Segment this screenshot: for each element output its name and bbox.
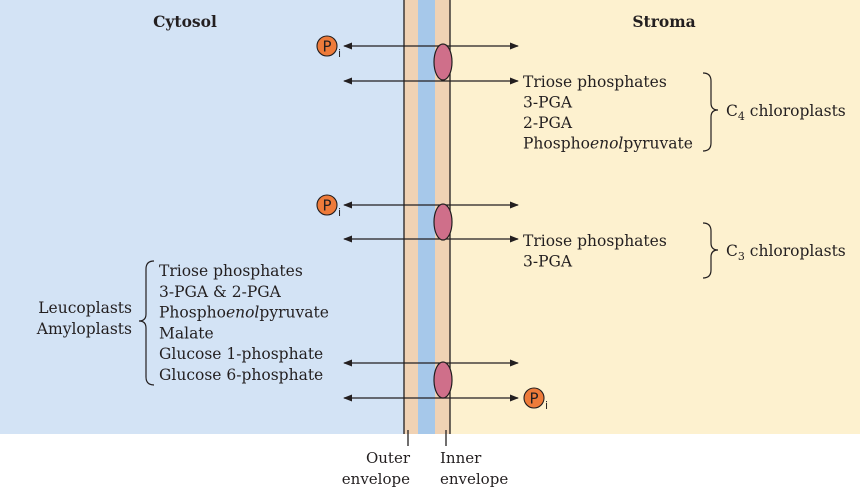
metabolite-item: 3-PGA & 2-PGA	[159, 283, 282, 301]
c3-brace	[702, 222, 719, 279]
transporter-c4: P i	[316, 35, 519, 85]
inner-envelope-caption-line1: Inner	[440, 449, 482, 467]
metabolite-item: 3-PGA	[523, 253, 573, 271]
outer-envelope-caption-line1: Outer	[366, 449, 411, 467]
phosphate-badge-icon: P i	[316, 194, 341, 219]
metabolite-item: Glucose 1-phosphate	[159, 345, 323, 363]
svg-text:P: P	[322, 38, 331, 56]
transporter-c3: P i	[316, 194, 519, 243]
phosphate-badge-icon: P i	[523, 387, 548, 412]
cytosol-region	[0, 0, 404, 434]
stroma-region	[450, 0, 860, 434]
metabolite-item: Phosphoenolpyruvate	[523, 135, 693, 153]
metabolite-item: Triose phosphates	[159, 262, 303, 280]
metabolite-item: Glucose 6-phosphate	[159, 366, 323, 384]
c3-chloroplasts-label: C3 chloroplasts	[726, 242, 846, 263]
leucoplast-metabolite-list: Triose phosphates 3-PGA & 2-PGA Phosphoeno…	[159, 262, 329, 384]
svg-text:P: P	[322, 197, 331, 215]
metabolite-item: 2-PGA	[523, 114, 573, 132]
svg-text:P: P	[529, 390, 538, 408]
metabolite-item: Malate	[159, 324, 214, 342]
inner-envelope-caption-line2: envelope	[440, 470, 508, 488]
c4-metabolite-list: Triose phosphates 3-PGA 2-PGA Phosphoenolpy…	[523, 73, 693, 153]
intermembrane-space	[418, 0, 435, 434]
svg-text:i: i	[338, 47, 341, 60]
transporter-leucoplast: P i	[343, 359, 548, 412]
phosphate-badge-icon: P i	[316, 35, 341, 60]
translocator-protein-c4	[433, 43, 453, 81]
cytosol-label: Cytosol	[153, 12, 217, 31]
stroma-label: Stroma	[632, 12, 695, 31]
metabolite-item: Phosphoenolpyruvate	[159, 304, 329, 322]
metabolite-item: 3-PGA	[523, 94, 573, 112]
c4-chloroplasts-label: C4 chloroplasts	[726, 102, 846, 123]
c3-metabolite-list: Triose phosphates 3-PGA	[523, 232, 667, 271]
metabolite-item: Triose phosphates	[523, 73, 667, 91]
svg-text:i: i	[545, 399, 548, 412]
svg-text:i: i	[338, 206, 341, 219]
translocator-protein-c3	[433, 203, 453, 241]
amyloplasts-label: Amyloplasts	[36, 320, 132, 338]
metabolite-item: Triose phosphates	[523, 232, 667, 250]
leucoplasts-label: Leucoplasts	[38, 299, 132, 317]
translocator-protein-leucoplast	[433, 361, 453, 399]
leucoplast-brace	[138, 260, 155, 386]
outer-envelope-caption-line2: envelope	[342, 470, 410, 488]
outer-envelope-membrane	[404, 0, 418, 434]
c4-brace	[702, 72, 719, 152]
